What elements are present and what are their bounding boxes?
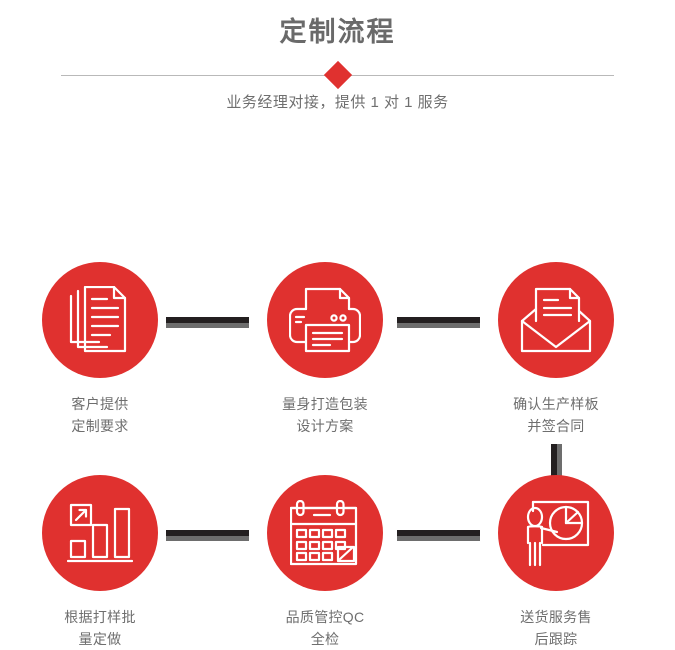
flow-step-1-icon-circle (42, 262, 158, 378)
flow-step-3-label: 确认生产样板 并签合同 (513, 396, 599, 434)
page-subtitle: 业务经理对接，提供 1 对 1 服务 (226, 94, 449, 111)
title-divider (61, 60, 614, 90)
envelope-letter-icon (520, 287, 592, 353)
flow-step-1[interactable]: 客户提供 定制要求 (0, 262, 200, 437)
presenter-pie-chart-icon (521, 499, 591, 567)
connector-step4-to-step5 (166, 530, 249, 536)
bar-chart-growth-icon (67, 501, 133, 565)
calendar-check-icon (290, 500, 360, 566)
flow-step-3-icon-circle (498, 262, 614, 378)
process-flow-diagram: 客户提供 定制要求 (0, 114, 675, 647)
flow-step-4-label: 根据打样批 量定做 (64, 609, 136, 647)
connector-step2-to-step3 (397, 317, 480, 323)
flow-step-1-label: 客户提供 定制要求 (71, 396, 129, 434)
flow-step-3[interactable]: 确认生产样板 并签合同 (456, 262, 656, 437)
connector-step3-to-step6 (551, 444, 557, 481)
header: 定制流程 业务经理对接，提供 1 对 1 服务 (0, 0, 675, 114)
flow-step-6-icon-circle (498, 475, 614, 591)
flow-step-4[interactable]: 根据打样批 量定做 (0, 475, 200, 650)
printer-icon (289, 287, 361, 353)
diamond-marker-icon (323, 60, 352, 90)
flow-step-4-icon-circle (42, 475, 158, 591)
flow-step-6[interactable]: 送货服务售 后跟踪 (456, 475, 656, 650)
flow-step-5-label: 品质管控QC 全检 (285, 609, 365, 647)
page-title: 定制流程 (279, 17, 396, 47)
flow-step-2-icon-circle (267, 262, 383, 378)
connector-step1-to-step2 (166, 317, 249, 323)
documents-stack-icon (67, 286, 133, 354)
flow-step-6-label: 送货服务售 后跟踪 (520, 609, 592, 647)
connector-step5-to-step6 (397, 530, 480, 536)
flow-step-5[interactable]: 品质管控QC 全检 (225, 475, 425, 650)
flow-step-2[interactable]: 量身打造包装 设计方案 (225, 262, 425, 437)
flow-step-2-label: 量身打造包装 设计方案 (282, 396, 368, 434)
flow-step-5-icon-circle (267, 475, 383, 591)
